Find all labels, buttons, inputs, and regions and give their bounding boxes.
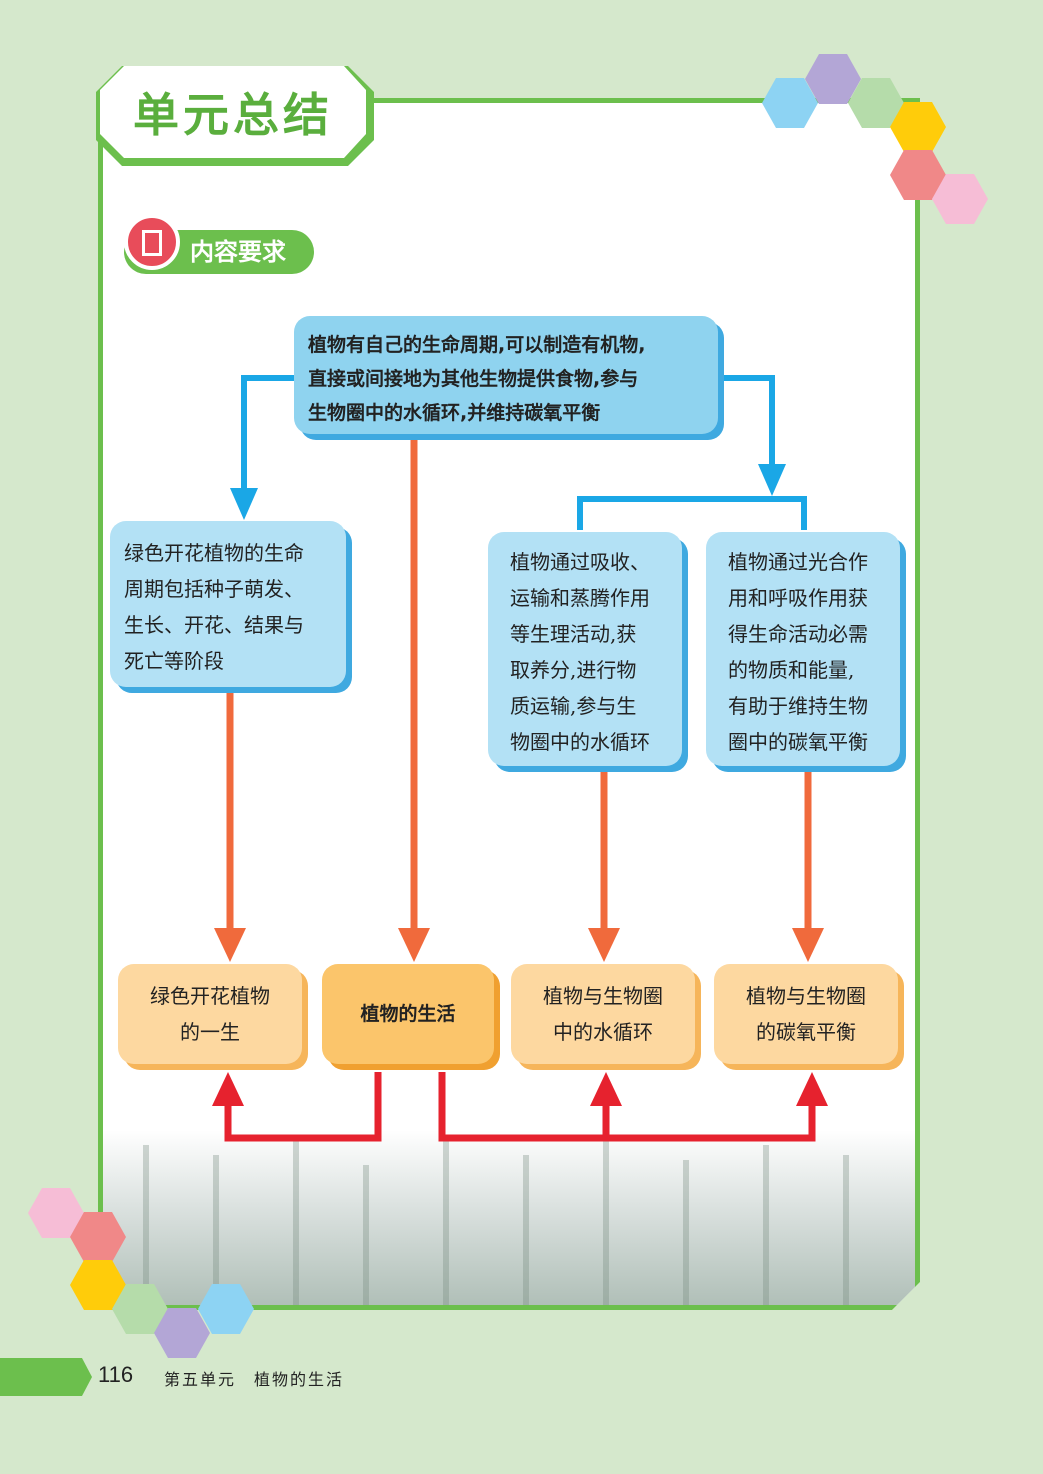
orange-arrowhead-carbon — [792, 928, 824, 962]
topic-water-box: 植物与生物圈 中的水循环 — [511, 964, 695, 1064]
hexagon-decoration — [28, 1188, 84, 1238]
book-icon — [124, 214, 180, 270]
chapter-title: 第五单元 植物的生活 — [164, 1370, 345, 1389]
bamboo-forest-background — [103, 1130, 915, 1305]
hexagon-decoration — [70, 1260, 126, 1310]
red-arrowhead-water — [590, 1072, 622, 1106]
bamboo-stem — [363, 1165, 369, 1305]
hexagon-decoration — [805, 54, 861, 104]
orange-arrowhead-center — [398, 928, 430, 962]
hexagon-decoration — [198, 1284, 254, 1334]
hexagon-decoration — [154, 1308, 210, 1358]
bamboo-stem — [293, 1135, 299, 1305]
topic-water-label: 植物与生物圈 中的水循环 — [543, 984, 663, 1044]
topic-center-label: 植物的生活 — [360, 1003, 456, 1025]
bamboo-stem — [603, 1135, 609, 1305]
lifecycle-detail-box: 绿色开花植物的生命 周期包括种子萌发、 生长、开花、结果与 死亡等阶段 — [110, 521, 346, 687]
hexagon-decoration — [890, 102, 946, 152]
section-label: 内容要求 — [190, 238, 286, 266]
red-connector-left — [224, 1072, 382, 1142]
blue-branch-bracket — [577, 496, 807, 530]
red-connector-right — [438, 1072, 816, 1142]
topic-lifecycle-label: 绿色开花植物 的一生 — [150, 984, 270, 1044]
hexagon-decoration — [890, 150, 946, 200]
topic-lifecycle-box: 绿色开花植物 的一生 — [118, 964, 302, 1064]
bamboo-stem — [523, 1155, 529, 1305]
water-cycle-detail-box: 植物通过吸收、 运输和蒸腾作用 等生理活动,获 取养分,进行物 质运输,参与生 … — [488, 532, 682, 766]
blue-arrowhead-right — [758, 464, 786, 496]
orange-arrowhead-water — [588, 928, 620, 962]
bamboo-stem — [443, 1140, 449, 1305]
red-arrowhead-lifecycle — [212, 1072, 244, 1106]
bamboo-stem — [143, 1145, 149, 1305]
title-tab: 单元总结 — [100, 66, 366, 158]
red-arrowhead-carbon — [796, 1072, 828, 1106]
blue-connector-right — [720, 375, 775, 466]
hexagon-decoration — [762, 78, 818, 128]
topic-carbon-box: 植物与生物圈 的碳氧平衡 — [714, 964, 898, 1064]
carbon-oxygen-detail-box: 植物通过光合作 用和呼吸作用获 得生命活动必需 的物质和能量, 有助于维持生物 … — [706, 532, 900, 766]
orange-arrowhead-lifecycle — [214, 928, 246, 962]
hexagon-decoration — [848, 78, 904, 128]
page-title: 单元总结 — [133, 88, 333, 142]
bamboo-stem — [843, 1155, 849, 1305]
topic-carbon-label: 植物与生物圈 的碳氧平衡 — [746, 984, 866, 1044]
bamboo-stem — [763, 1145, 769, 1305]
hexagon-decoration — [112, 1284, 168, 1334]
hexagon-decoration — [70, 1212, 126, 1262]
bamboo-stem — [213, 1155, 219, 1305]
bamboo-stem — [683, 1160, 689, 1305]
summary-main-box: 植物有自己的生命周期,可以制造有机物, 直接或间接地为其他生物提供食物,参与 生… — [294, 316, 718, 434]
blue-arrowhead-left — [230, 488, 258, 520]
page-number: 116 — [98, 1362, 134, 1387]
blue-connector-left — [241, 375, 294, 490]
footer-tab — [0, 1358, 92, 1396]
topic-center-box: 植物的生活 — [322, 964, 494, 1064]
hexagon-decoration — [932, 174, 988, 224]
